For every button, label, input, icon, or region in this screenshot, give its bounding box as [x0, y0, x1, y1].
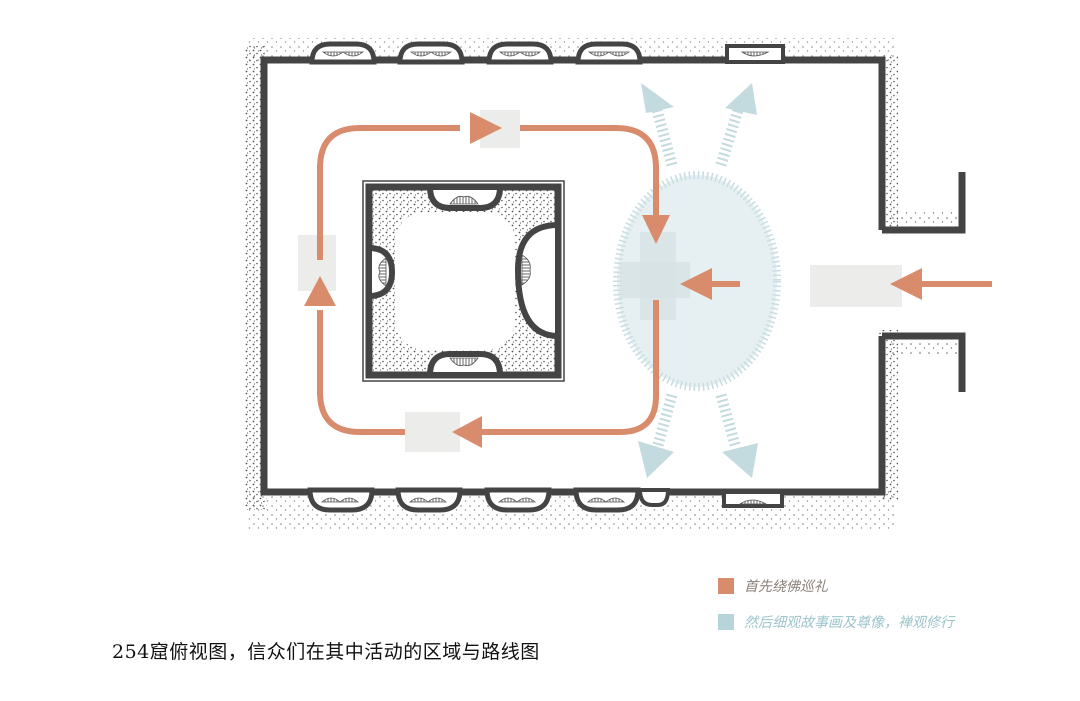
central-pillar: [362, 180, 565, 382]
figure-caption: 254窟俯视图，信众们在其中活动的区域与路线图: [112, 641, 540, 663]
niche: [575, 41, 643, 65]
circumambulation-route: [298, 110, 992, 452]
arrow-up-right: [715, 83, 757, 167]
legend-swatch-blue: [718, 614, 734, 630]
niche: [307, 487, 375, 513]
viewing-arrows: [638, 83, 758, 478]
niche: [722, 490, 784, 508]
legend-item-contemplation: 然后细观故事画及尊像，禅观修行: [718, 612, 954, 632]
niche: [397, 41, 465, 65]
niche: [309, 41, 377, 65]
bottom-wall-niches: [307, 487, 784, 513]
niche: [395, 487, 463, 513]
arrow-down-left: [638, 393, 678, 478]
legend-label: 首先绕佛巡礼: [744, 579, 828, 595]
arrow-down-right: [715, 393, 758, 478]
arrow-up-left: [641, 83, 678, 167]
top-wall-niches: [309, 41, 785, 65]
niche: [725, 44, 785, 64]
legend-swatch-orange: [718, 578, 734, 594]
niche: [484, 487, 552, 513]
outer-chamber-walls: [260, 56, 966, 496]
legend-label: 然后细观故事画及尊像，禅观修行: [744, 615, 954, 631]
niche: [486, 41, 554, 65]
niche: [573, 487, 641, 513]
niche: [637, 488, 671, 507]
pillar-niches: [366, 184, 561, 378]
legend-item-circumambulation: 首先绕佛巡礼: [718, 576, 828, 596]
